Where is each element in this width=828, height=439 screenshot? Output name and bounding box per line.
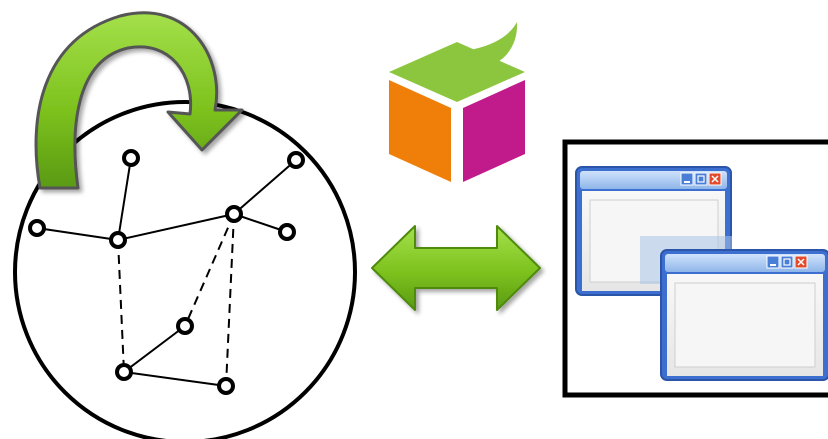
front-window	[660, 249, 828, 381]
graph-node-n6	[278, 223, 296, 241]
solid-edge	[233, 159, 297, 215]
minimize-icon	[680, 172, 694, 186]
graph-node-n3	[109, 231, 127, 249]
graph-node-n4	[225, 205, 243, 223]
graph-circle	[13, 100, 357, 439]
maximize-icon	[780, 255, 794, 269]
cube-left-face	[389, 80, 451, 182]
double-arrow-icon	[371, 225, 541, 311]
package-cube-icon	[389, 22, 525, 182]
graph-node-n2	[122, 149, 140, 167]
minimize-icon	[766, 255, 780, 269]
graph-edges	[36, 157, 297, 387]
graph-nodes	[28, 149, 305, 395]
solid-edge	[117, 213, 235, 241]
dashed-edge	[225, 213, 235, 387]
loop-arrow-icon	[34, 11, 244, 190]
front-window-buttons	[766, 255, 808, 269]
dashed-edge	[184, 213, 235, 327]
graph-node-n9	[217, 377, 235, 395]
solid-edge	[117, 157, 132, 241]
solid-edge	[123, 325, 186, 373]
graph-node-n7	[176, 317, 194, 335]
graph-node-n5	[287, 151, 305, 169]
solid-edge	[233, 213, 288, 233]
maximize-icon	[694, 172, 708, 186]
circle-outline	[13, 100, 357, 439]
back-window-buttons	[680, 172, 722, 186]
solid-edge	[36, 227, 119, 241]
dashed-edge	[117, 239, 125, 373]
windows-panel	[562, 139, 828, 398]
graph-node-n1	[28, 219, 46, 237]
cube-leaf	[470, 22, 518, 66]
solid-edge	[123, 371, 227, 387]
cube-right-face	[463, 80, 525, 182]
graph-node-n8	[115, 363, 133, 381]
